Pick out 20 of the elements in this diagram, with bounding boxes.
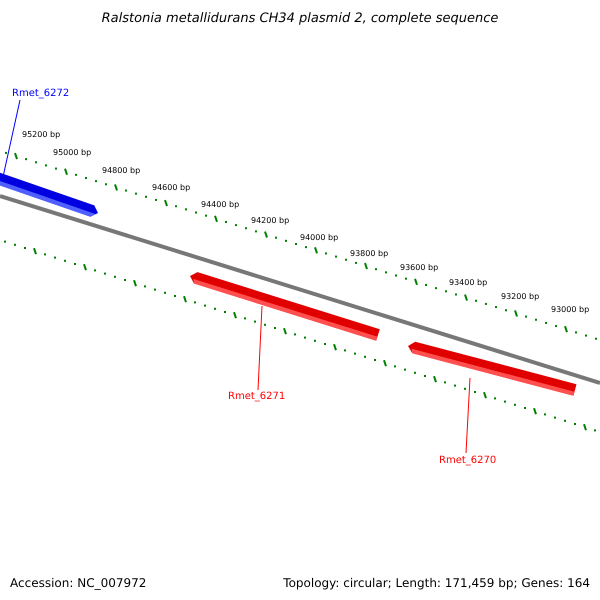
gene-label: Rmet_6270: [439, 456, 496, 466]
gene-label: Rmet_6272: [12, 89, 70, 99]
leader-line: [2, 100, 20, 178]
position-label: 93200 bp: [501, 293, 540, 301]
leader-line: [466, 378, 470, 454]
position-label: 95000 bp: [53, 149, 92, 157]
position-label: 93600 bp: [400, 264, 438, 272]
sequence-info-text: Topology: circular; Length: 171,459 bp; Genes: 164: [283, 577, 590, 589]
gene-label: Rmet_6271: [228, 392, 286, 402]
position-label: 93400 bp: [449, 279, 488, 287]
leader-line: [258, 306, 262, 390]
accession-text: Accession: NC_007972: [10, 577, 146, 589]
position-label: 94400 bp: [201, 201, 240, 209]
position-label: 94200 bp: [251, 217, 290, 225]
gene-arrow: [408, 342, 576, 396]
gene-arrow: [190, 272, 380, 341]
title: Ralstonia metallidurans CH34 plasmid 2, complete sequence: [100, 12, 500, 25]
position-label: 93800 bp: [350, 250, 388, 258]
position-label: 94600 bp: [152, 184, 190, 192]
position-label: 94800 bp: [102, 167, 140, 175]
